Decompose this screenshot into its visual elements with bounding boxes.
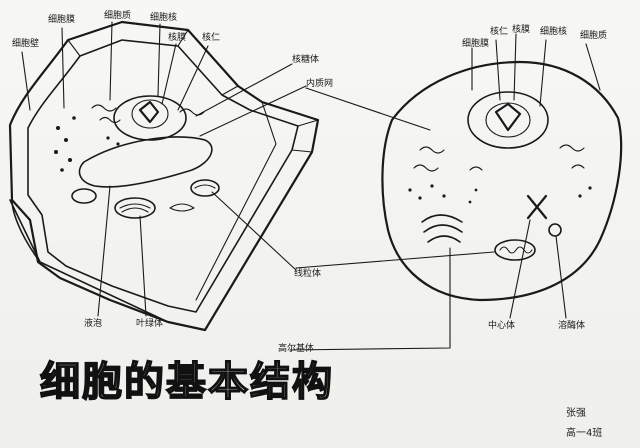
label-animal-nucleus-core: 核仁 [490, 27, 509, 37]
signature-class: 高一4班 [566, 428, 603, 439]
label-plant-cytoplasm: 细胞质 [104, 11, 132, 21]
animal-cell-membrane-outline [381, 60, 623, 302]
animal-nucleus [467, 91, 549, 149]
label-animal-cytoplasm: 细胞质 [580, 31, 608, 41]
label-mitochondria: 线粒体 [294, 269, 322, 279]
label-plant-chloroplast: 叶绿体 [136, 319, 164, 329]
animal-golgi [421, 214, 463, 243]
label-animal-nucleus: 细胞核 [540, 27, 568, 37]
signature-name: 张强 [566, 408, 586, 419]
label-plant-nucleolus: 核膜 [168, 33, 187, 43]
plant-cell-membrane [27, 39, 299, 313]
animal-lysosome [548, 223, 562, 237]
label-plant-nucleus: 细胞核 [150, 13, 178, 23]
plant-chloroplasts [71, 179, 220, 219]
plant-nucleus [113, 95, 187, 141]
plant-vacuole [78, 136, 213, 188]
label-animal-nucleolus: 核膜 [512, 25, 531, 35]
label-ribosome: 核糖体 [292, 55, 320, 65]
label-animal-cell-membrane: 细胞膜 [462, 39, 490, 49]
label-animal-centriole: 中心体 [488, 321, 516, 331]
label-plant-cell-membrane: 细胞膜 [48, 15, 76, 25]
label-golgi: 高尔基体 [278, 344, 315, 354]
leader-lines [21, 21, 601, 351]
drawing-title: 细胞的基本结构 [39, 358, 334, 405]
animal-centriole [526, 194, 548, 220]
label-plant-nucleus-core: 核仁 [202, 33, 221, 43]
label-er: 内质网 [306, 79, 334, 89]
animal-mitochondrion [494, 239, 536, 261]
label-animal-lysosome: 溶酶体 [558, 321, 586, 331]
plant-cell [8, 20, 320, 332]
plant-cell-wall [8, 20, 320, 332]
animal-cell [381, 60, 623, 302]
label-plant-vacuole: 液泡 [84, 319, 103, 329]
label-plant-cell-wall: 细胞壁 [12, 39, 40, 49]
